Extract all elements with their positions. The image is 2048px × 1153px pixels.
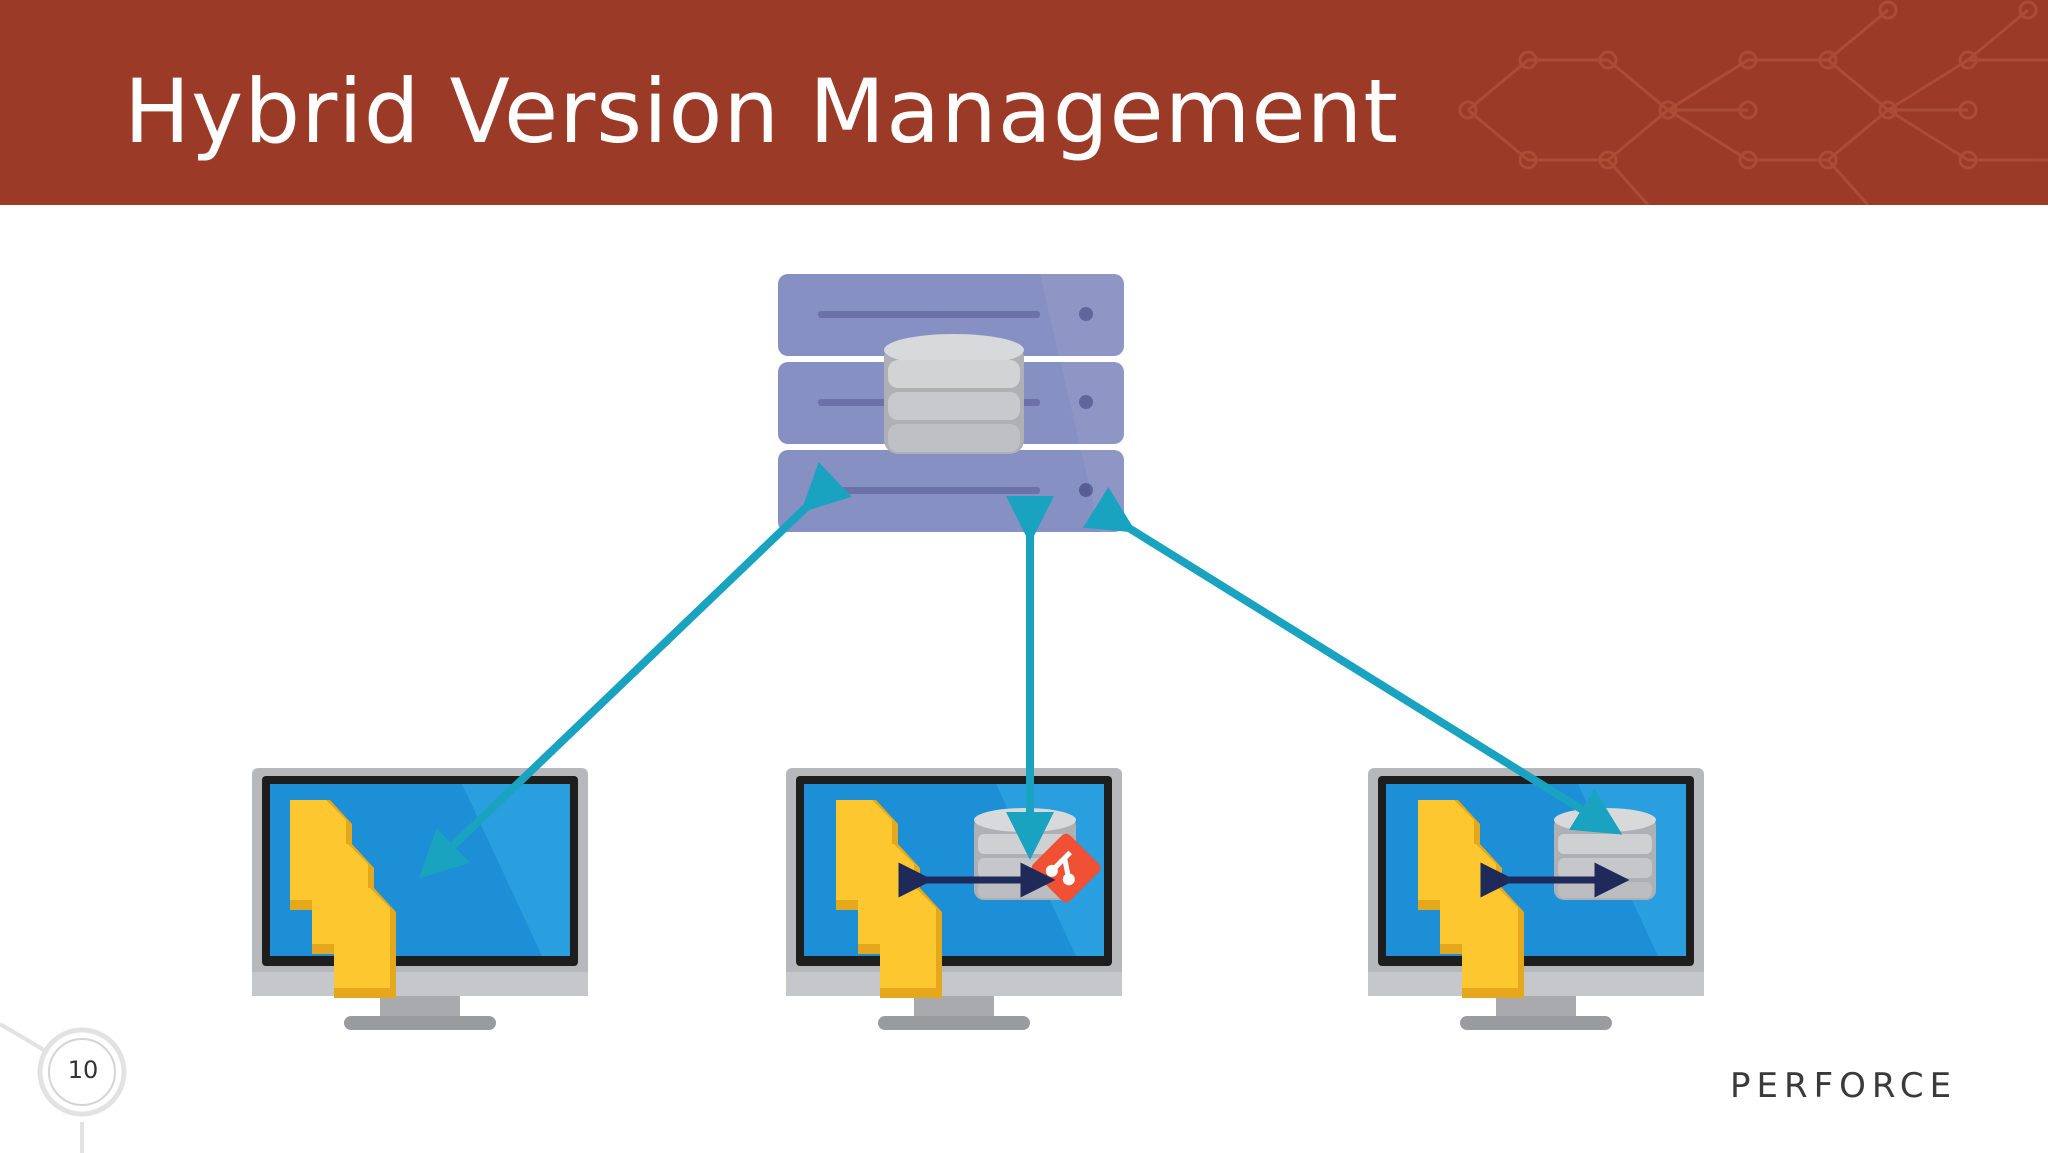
- workstation-left: [252, 768, 588, 1030]
- workstation-center: [786, 768, 1122, 1030]
- network-pattern-decoration: [1458, 0, 2048, 205]
- page-badge-decoration: [0, 1022, 127, 1153]
- sync-arrow-right: [1082, 486, 1623, 835]
- title-bar: Hybrid Version Management: [0, 0, 2048, 205]
- page-number: 10: [67, 1056, 99, 1084]
- server-rack-icon: [778, 274, 1124, 532]
- central-database-icon: [884, 334, 1024, 454]
- perforce-logo: PERFORCE: [1730, 1066, 1958, 1106]
- slide-title: Hybrid Version Management: [124, 60, 1399, 163]
- sync-arrow-left: [418, 462, 852, 879]
- local-database-icon: [1554, 808, 1656, 900]
- workstation-right: [1368, 768, 1704, 1030]
